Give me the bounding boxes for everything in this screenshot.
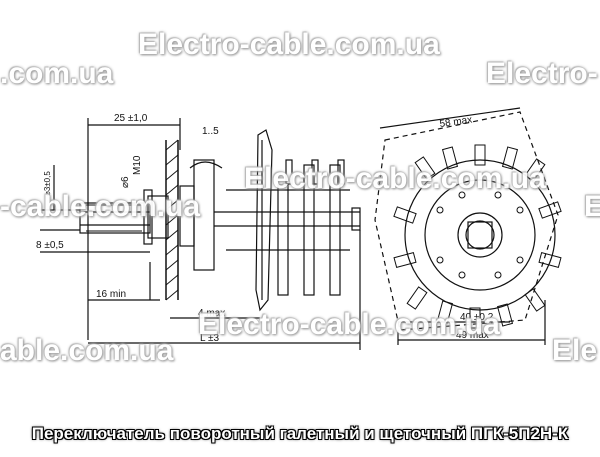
watermark: able.com.ua xyxy=(0,334,174,367)
dim-hole-spacing: 40 ±0,2 xyxy=(460,312,494,323)
caption: Переключатель поворотный галетный и щето… xyxy=(31,424,569,443)
dim-max4: 4 max xyxy=(198,308,225,319)
dim-flat-len: 8 ±0,5 xyxy=(36,240,64,251)
dim-outer-width: 49 max xyxy=(456,330,489,341)
dim-shaft-dia: ⌀6 xyxy=(120,176,131,188)
watermark: -cable.com.ua xyxy=(0,190,201,223)
watermark: Ele xyxy=(552,334,598,367)
watermark: Electro-cable.com.ua xyxy=(198,308,500,341)
watermark: .com.ua xyxy=(0,57,114,90)
watermark: Electro-cable.com.ua xyxy=(138,28,440,61)
dim-thread: M10 xyxy=(132,155,143,175)
dim-total-len: L ±3 xyxy=(200,333,219,344)
dim-flat: ⌀3±0,5 xyxy=(43,171,52,196)
dim-front-width: 58 max xyxy=(439,115,473,130)
watermark: Electro- xyxy=(486,57,598,90)
watermark: E xyxy=(584,190,600,223)
watermark: Electro-cable.com.ua xyxy=(244,162,546,195)
dim-top-width: 25 ±1,0 xyxy=(114,113,148,124)
dim-min-len: 16 min xyxy=(96,289,126,300)
dim-gap: 1..5 xyxy=(202,126,219,137)
